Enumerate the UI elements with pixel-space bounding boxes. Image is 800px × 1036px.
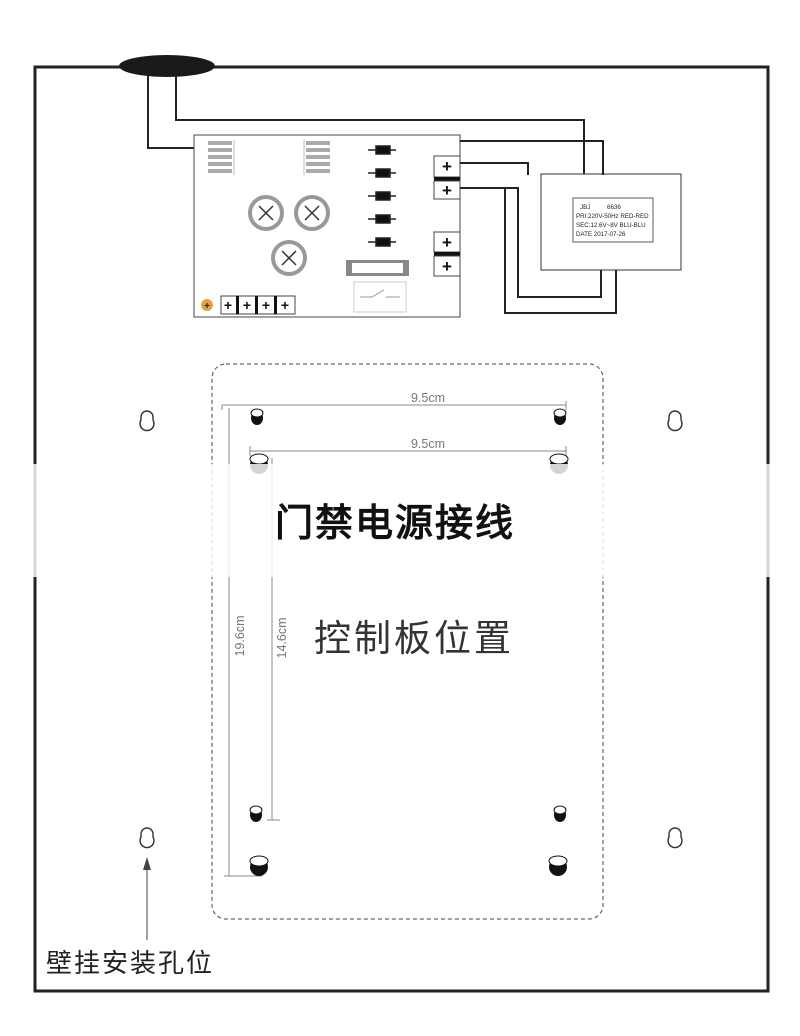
- transformer-code: 6636: [607, 204, 621, 211]
- heatsink: [208, 140, 330, 175]
- cable-grommet: [119, 55, 215, 77]
- output-terminals-right: + +: [433, 231, 461, 277]
- mains-wire-2: [175, 75, 585, 175]
- dim-height-outer: 19.6cm: [233, 616, 247, 657]
- output-terminal-plus-1: +: [442, 233, 452, 252]
- standoff-bottom-right-inner: [553, 805, 567, 822]
- input-terminal-plus-1: +: [442, 157, 452, 176]
- transformer-date: DATE 2017-07-26: [576, 231, 626, 238]
- standoff-bottom-left-outer: [249, 855, 269, 876]
- standoff-top-left-outer: [250, 408, 264, 425]
- keyhole-top-right: [667, 410, 683, 432]
- standoff-bottom-right-outer: [548, 855, 568, 876]
- diodes: [368, 145, 396, 247]
- mount-hole-arrow: [143, 857, 151, 940]
- dim-top-width-outer: 9.5cm: [411, 391, 445, 405]
- wire-secondary-2: [504, 188, 617, 314]
- keyhole-bottom-left: [139, 827, 155, 849]
- keyhole-top-left: [139, 410, 155, 432]
- bottom-terminal-plus-1: +: [224, 297, 232, 313]
- keyhole-bottom-right: [667, 827, 683, 849]
- title-banner: [0, 464, 800, 577]
- transformer-primary: PRI:220V-50Hz RED-RED: [576, 213, 649, 220]
- page-title: 门禁电源接线: [274, 501, 515, 545]
- dim-top-width-inner: 9.5cm: [411, 437, 445, 451]
- fuse: [352, 263, 403, 273]
- led-plus-label: +: [204, 301, 210, 312]
- led-indicator: [201, 299, 213, 311]
- standoff-bottom-left-inner: [249, 805, 263, 822]
- input-terminal-plus-2: +: [442, 181, 452, 200]
- dim-height-inner: 14.6cm: [275, 618, 289, 659]
- capacitor-2: [294, 195, 330, 231]
- control-board-area: [211, 363, 604, 920]
- bottom-terminal-plus-3: +: [262, 297, 270, 313]
- mains-wire-1: [147, 75, 196, 149]
- transformer-label-plate: [572, 197, 654, 243]
- capacitor-3: [271, 240, 307, 276]
- wire-input-2: [460, 162, 529, 175]
- transformer-secondary: SEC:12.6V~8V BLU-BLU: [576, 222, 646, 229]
- bottom-terminal-plus-2: +: [243, 297, 251, 313]
- bottom-terminal-plus-4: +: [281, 297, 289, 313]
- wire-secondary-1: [460, 187, 602, 298]
- transformer-model: JBJ: [580, 204, 590, 211]
- mount-hole-label: 壁挂安装孔位: [46, 949, 215, 979]
- relay-symbol: [360, 289, 400, 298]
- bottom-terminal-strip: + + + + +: [201, 295, 296, 315]
- output-terminal-plus-2: +: [442, 257, 452, 276]
- capacitor-1: [248, 195, 284, 231]
- control-board-label: 控制板位置: [314, 617, 514, 660]
- wire-input-1: [460, 140, 604, 175]
- input-terminals: + +: [433, 155, 461, 200]
- standoff-top-right-outer: [553, 408, 567, 425]
